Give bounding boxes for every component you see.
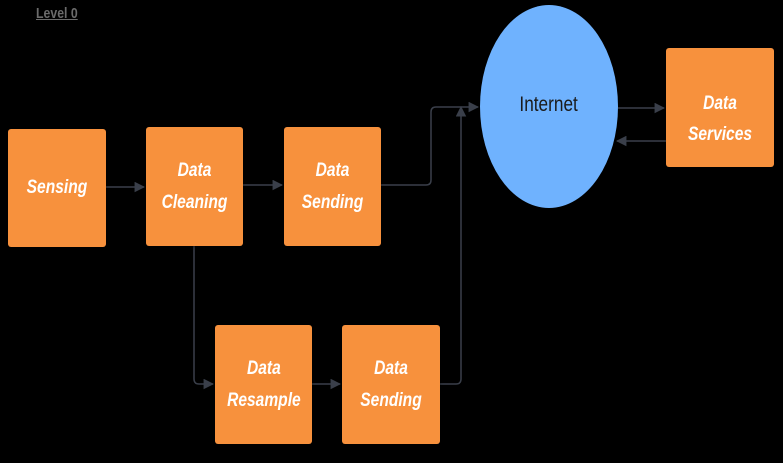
process-data-sending-top-label: Data Sending: [301, 160, 364, 213]
process-sensing-label: Sensing: [26, 177, 88, 199]
edge-sending-bottom-to-internet: [440, 105, 467, 385]
process-data-cleaning: Data Cleaning: [146, 127, 243, 246]
process-data-cleaning-label: Data Cleaning: [161, 160, 228, 213]
process-data-sending-top: Data Sending: [284, 127, 381, 246]
process-data-services-label: Data Services: [687, 93, 753, 146]
diagram-level-title: Level 0: [36, 5, 78, 22]
internet-node-label: Internet: [519, 92, 579, 116]
process-sensing: Sensing: [8, 129, 106, 247]
process-data-resample: Data Resample: [215, 325, 312, 444]
process-data-sending-bottom-label: Data Sending: [360, 358, 422, 411]
process-data-resample-label: Data Resample: [226, 358, 301, 411]
process-data-sending-bottom: Data Sending: [342, 325, 440, 444]
edge-cleaning-to-resample: [193, 246, 215, 390]
process-data-services: Data Services: [666, 48, 774, 167]
internet-node: Internet: [480, 5, 618, 208]
edge-sending-top-to-internet: [381, 101, 480, 186]
